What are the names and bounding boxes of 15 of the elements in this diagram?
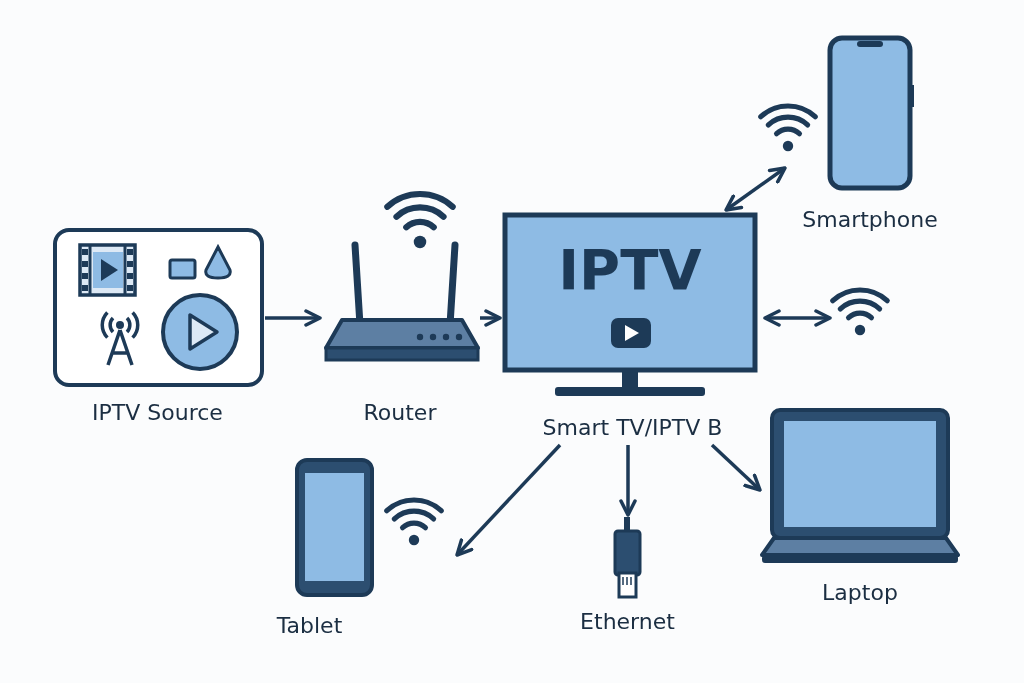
node-label: Smart TV/IPTV B — [541, 415, 724, 441]
arrow — [710, 443, 762, 492]
arrow — [265, 309, 322, 327]
screen-title: IPTV — [557, 238, 703, 302]
node-label: Tablet — [275, 613, 344, 639]
node-label: Laptop — [821, 580, 899, 606]
arrow — [455, 443, 562, 557]
node-label: Smartphone — [801, 207, 939, 233]
node-label: IPTV Source — [91, 400, 224, 426]
node-label: Router — [362, 400, 438, 426]
node-label: Ethernet — [579, 609, 676, 635]
arrow — [763, 309, 832, 327]
arrow — [480, 309, 502, 327]
arrow — [619, 445, 637, 517]
arrow — [724, 166, 787, 212]
